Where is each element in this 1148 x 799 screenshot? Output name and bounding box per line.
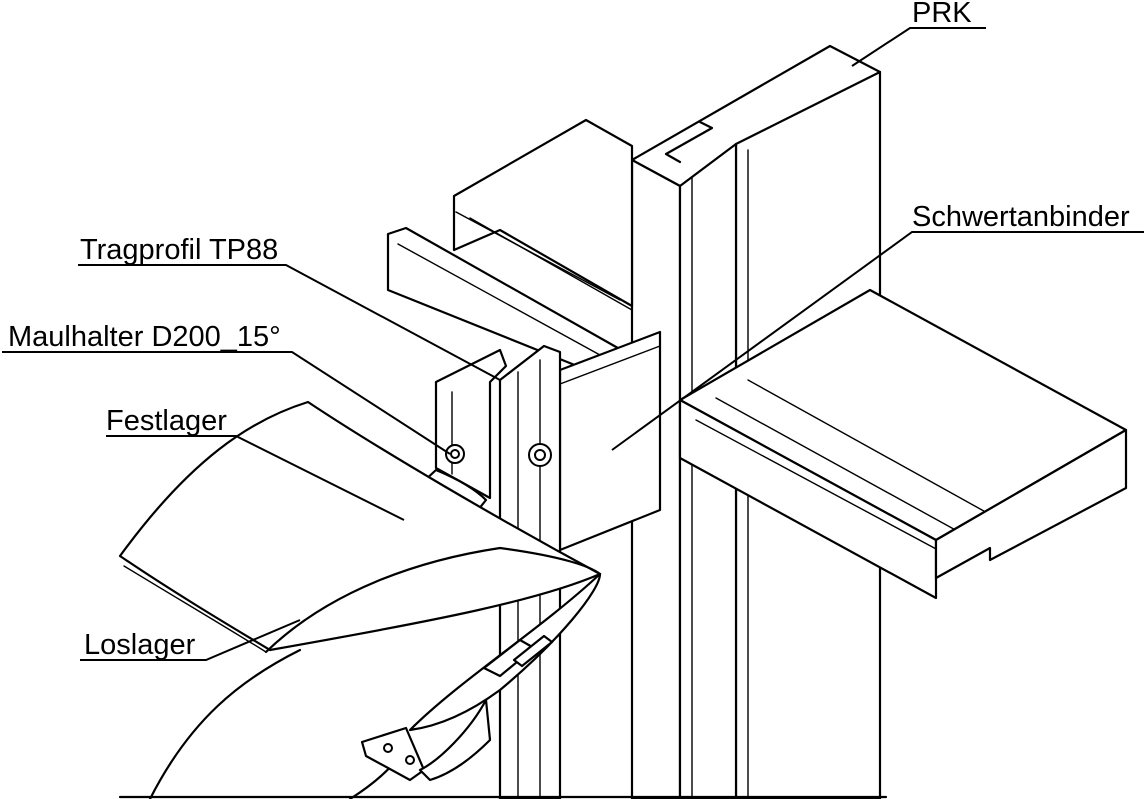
- label-loslager: Loslager: [84, 629, 196, 661]
- leaders: [2, 27, 1144, 661]
- louvre-blade-lower: [148, 648, 492, 799]
- label-prk: PRK: [912, 0, 972, 29]
- right-transom: [678, 288, 1128, 600]
- bolt-group: [445, 443, 552, 467]
- label-schwertanbinder: Schwertanbinder: [912, 201, 1130, 233]
- label-tragprofil: Tragprofil TP88: [80, 234, 278, 266]
- label-festlager: Festlager: [106, 405, 227, 437]
- louvre-blade-upper: [118, 400, 602, 732]
- left-transom: [386, 118, 634, 382]
- label-maulhalter: Maulhalter D200_15°: [8, 321, 281, 353]
